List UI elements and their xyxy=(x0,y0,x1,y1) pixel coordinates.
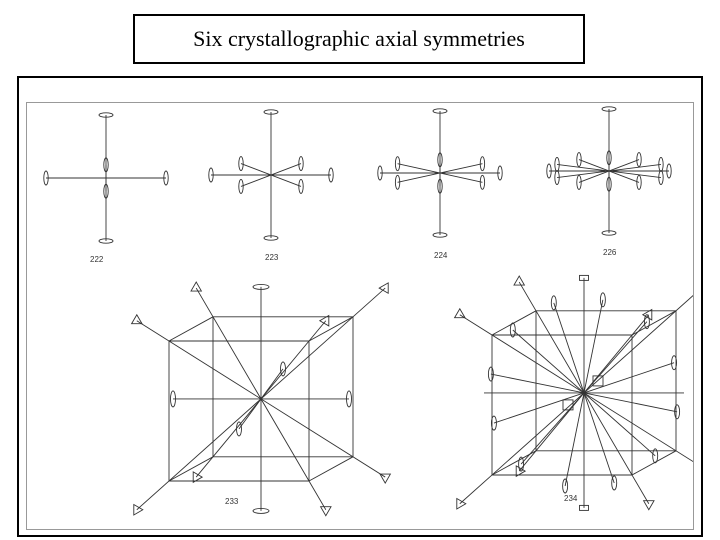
fig-233-cube-edge xyxy=(169,317,213,341)
figure-label-234: 234 xyxy=(564,494,578,503)
slide-title: Six crystallographic axial symmetries xyxy=(193,26,525,52)
figure-label-224: 224 xyxy=(434,251,448,260)
fig-233-threefold-marker xyxy=(132,315,142,324)
fig-233-cube-edge xyxy=(309,317,353,341)
fig-234-threefold-marker xyxy=(514,276,527,290)
fig-233-threefold-marker xyxy=(320,313,334,326)
fig-234-threefold-marker xyxy=(455,309,465,318)
figure-label-223: 223 xyxy=(265,253,279,262)
figure-label-226: 226 xyxy=(603,248,617,257)
figure-panel: 222 223 224 226 233 234 xyxy=(26,102,694,530)
fig-233-threefold-marker xyxy=(380,470,393,484)
figure-label-233: 233 xyxy=(225,497,239,506)
figure-label-222: 222 xyxy=(90,255,104,264)
fig-233-cube-edge xyxy=(169,457,213,481)
fig-233-cube-edge xyxy=(309,457,353,481)
fig-233-threefold-marker xyxy=(379,283,393,296)
fig-234-lens xyxy=(551,296,556,310)
symmetry-illustrations: 222 223 224 226 233 234 xyxy=(27,103,693,529)
fig-233-threefold-marker xyxy=(191,282,204,296)
title-box: Six crystallographic axial symmetries xyxy=(133,14,585,64)
